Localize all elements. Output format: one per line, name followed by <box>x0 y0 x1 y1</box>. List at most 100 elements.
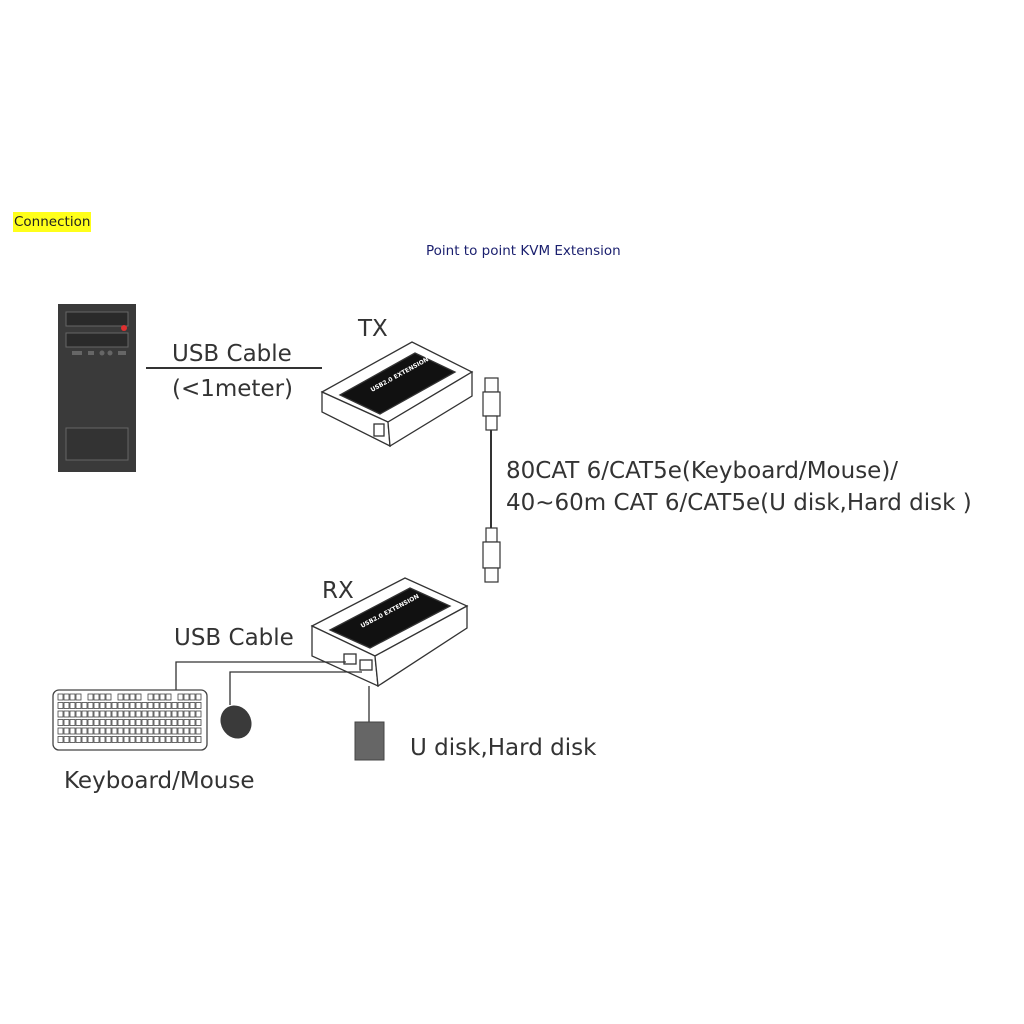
keyboard-key <box>183 702 190 709</box>
keyboard-key <box>195 719 202 726</box>
keyboard-key <box>111 736 118 743</box>
keyboard-key <box>195 693 202 701</box>
keyboard-key <box>147 736 154 743</box>
keyboard-key <box>135 702 142 709</box>
keyboard-key <box>75 719 82 726</box>
keyboard-key <box>105 702 112 709</box>
keyboard-key <box>159 727 166 735</box>
keyboard-key <box>75 710 82 718</box>
keyboard-key <box>69 693 76 701</box>
keyboard-key <box>57 719 64 726</box>
keyboard-key <box>165 702 172 709</box>
keyboard-key <box>141 719 148 726</box>
keyboard-key <box>75 727 82 735</box>
tx-extender-device: USB2.0 EXTENSION <box>320 341 474 448</box>
keyboard-key <box>105 727 112 735</box>
keyboard-key <box>81 710 88 718</box>
keyboard-key <box>141 710 148 718</box>
rj45-connector-bottom-icon <box>482 527 501 583</box>
keyboard-key <box>105 693 112 701</box>
keyboard-key <box>111 719 118 726</box>
keyboard-key <box>57 736 64 743</box>
keyboard-key <box>171 719 178 726</box>
keyboard-key <box>165 736 172 743</box>
keyboard-key <box>99 736 106 743</box>
keyboard-key <box>111 727 118 735</box>
keyboard-key <box>63 702 70 709</box>
keyboard-key <box>183 736 190 743</box>
keyboard-key <box>147 719 154 726</box>
mouse-cable-line <box>229 671 362 705</box>
keyboard-key <box>189 736 196 743</box>
keyboard-key <box>153 693 160 701</box>
link-spec-line2: 40~60m CAT 6/CAT5e(U disk,Hard disk ) <box>506 490 972 516</box>
keyboard-key <box>123 693 130 701</box>
keyboard-key <box>111 710 118 718</box>
keyboard-key <box>129 719 136 726</box>
keyboard-key <box>159 736 166 743</box>
keyboard-key <box>153 736 160 743</box>
keyboard-key <box>141 736 148 743</box>
keyboard-key <box>117 719 124 726</box>
rj45-connector-top-icon <box>482 377 501 431</box>
keyboard-key <box>93 719 100 726</box>
keyboard-key <box>153 702 160 709</box>
keyboard-key <box>129 727 136 735</box>
keyboard-key <box>129 702 136 709</box>
keyboard-key <box>75 693 82 701</box>
keyboard-key <box>117 727 124 735</box>
keyboard-key <box>183 727 190 735</box>
keyboard-key <box>81 727 88 735</box>
keyboard-key <box>75 702 82 709</box>
keyboard-key <box>111 702 118 709</box>
keyboard-key <box>63 736 70 743</box>
keyboard-key <box>189 710 196 718</box>
keyboard-key <box>129 693 136 701</box>
keyboard-key <box>141 727 148 735</box>
keyboard-key <box>177 702 184 709</box>
keyboard-key <box>69 710 76 718</box>
keyboard-key <box>171 702 178 709</box>
keyboard-key <box>75 736 82 743</box>
keyboard-key <box>99 710 106 718</box>
keyboard-key <box>69 727 76 735</box>
keyboard-key <box>81 719 88 726</box>
keyboard-key <box>171 727 178 735</box>
keyboard-key <box>189 719 196 726</box>
keyboard-key <box>177 736 184 743</box>
keyboard-key <box>195 727 202 735</box>
keyboard-key <box>117 693 124 701</box>
keyboard-key <box>117 702 124 709</box>
keyboard-key <box>57 693 64 701</box>
keyboard-key <box>165 727 172 735</box>
keyboard-key <box>123 719 130 726</box>
mouse-icon <box>220 705 252 739</box>
keyboard-key <box>135 693 142 701</box>
keyboard-key <box>99 693 106 701</box>
section-label: Connection <box>13 212 92 232</box>
keyboard-key <box>195 736 202 743</box>
peripherals-label: Keyboard/Mouse <box>64 768 255 794</box>
keyboard-key <box>189 693 196 701</box>
keyboard-key <box>129 710 136 718</box>
keyboard-key <box>93 702 100 709</box>
keyboard-key <box>93 736 100 743</box>
tx-label: TX <box>357 316 388 342</box>
hard-disk-icon <box>354 721 385 761</box>
keyboard-key <box>63 727 70 735</box>
keyboard-key <box>147 727 154 735</box>
rx-label: RX <box>322 578 354 604</box>
keyboard-key <box>135 710 142 718</box>
keyboard-icon <box>52 689 208 751</box>
keyboard-key <box>93 727 100 735</box>
keyboard-key <box>135 719 142 726</box>
keyboard-key <box>63 710 70 718</box>
keyboard-key <box>81 736 88 743</box>
keyboard-key <box>93 710 100 718</box>
keyboard-key <box>177 693 184 701</box>
keyboard-key <box>183 710 190 718</box>
keyboard-key <box>159 710 166 718</box>
keyboard-key <box>165 693 172 701</box>
keyboard-key <box>135 727 142 735</box>
keyboard-key <box>159 702 166 709</box>
